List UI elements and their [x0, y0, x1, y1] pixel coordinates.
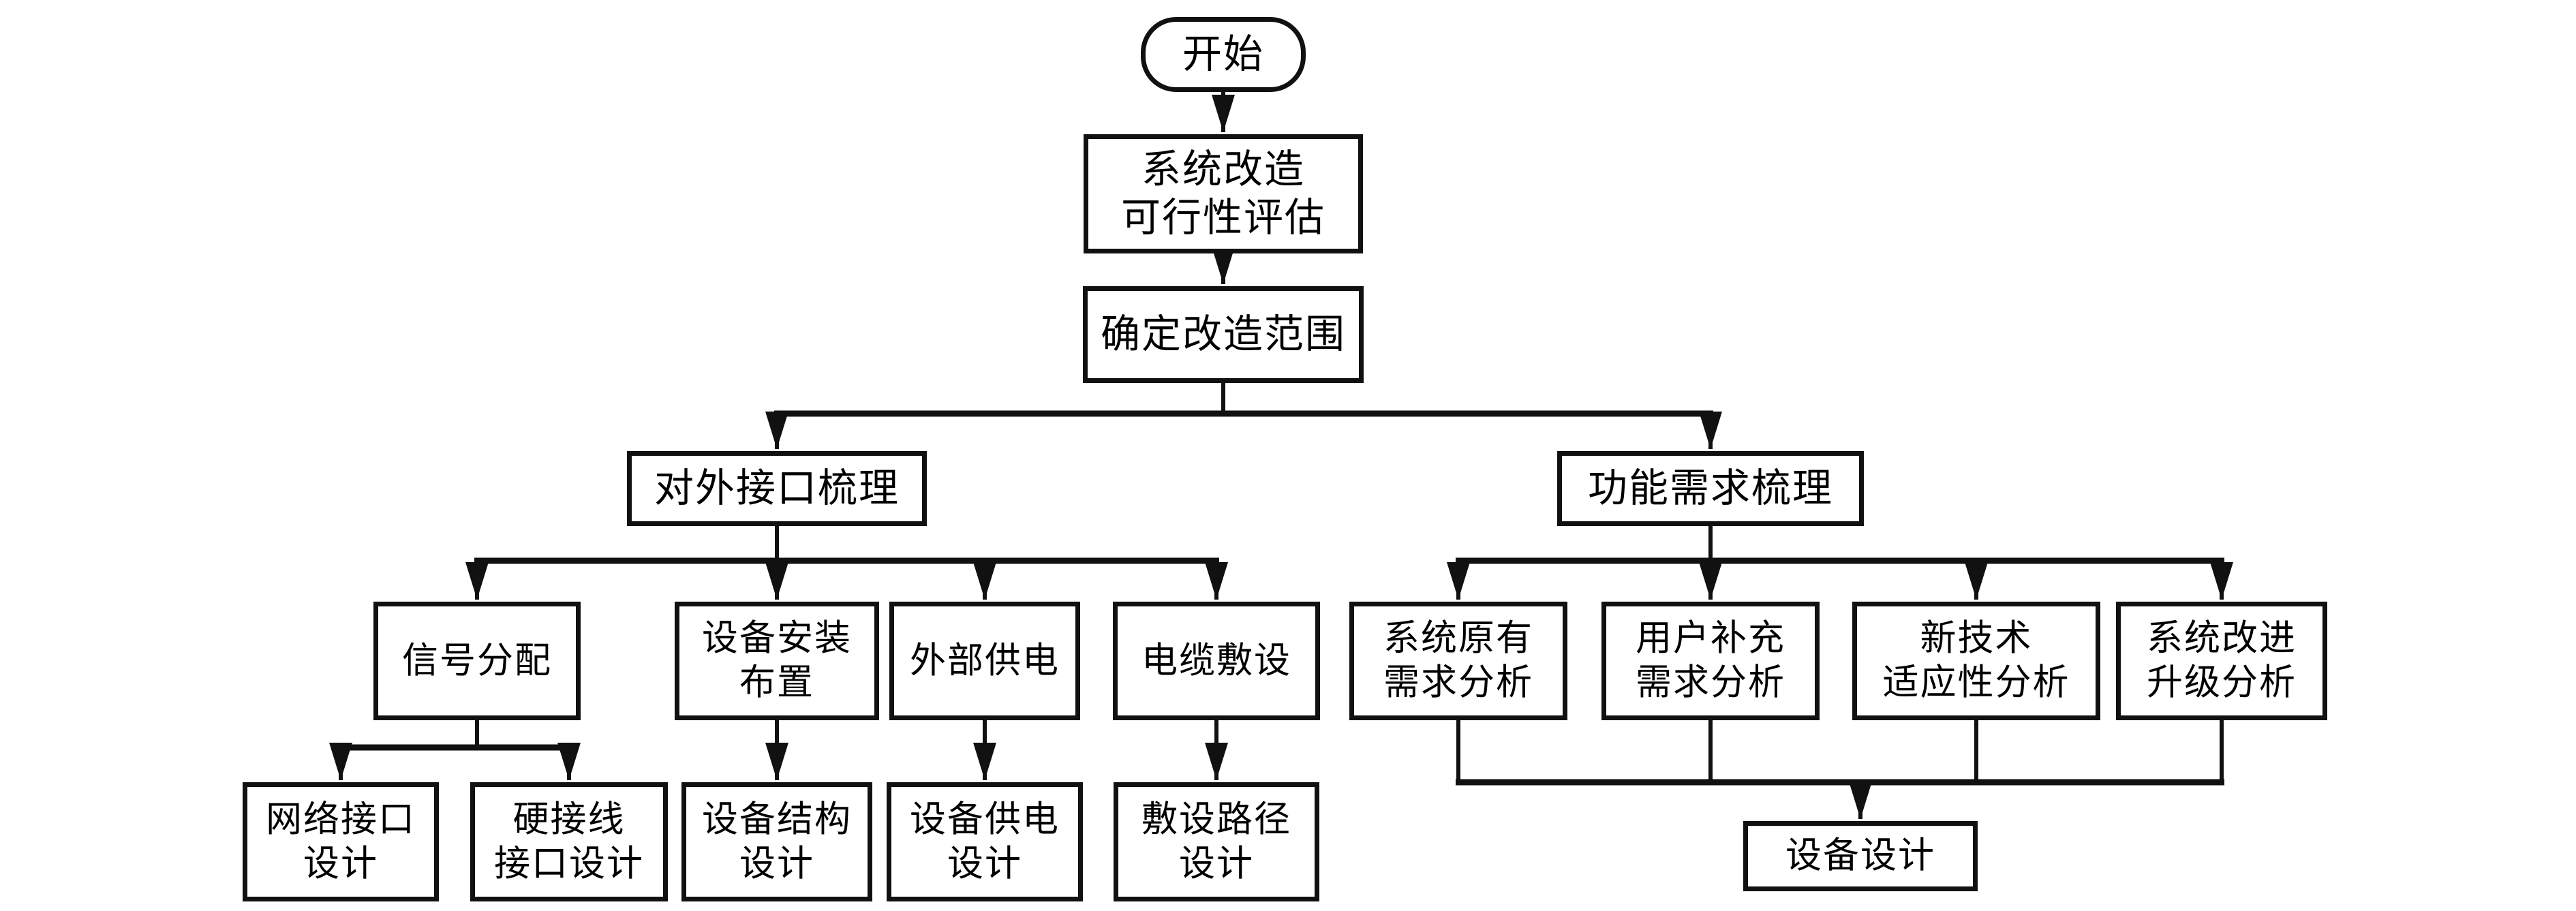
- node-scope-label: 确定改造范围: [1100, 311, 1346, 356]
- node-system-upgrade-analysis-label: 系统改进 升级分析: [2147, 619, 2297, 702]
- node-user-supplement-requirements-label: 用户补充 需求分析: [1636, 619, 1785, 702]
- node-interface-review: 对外接口梳理: [627, 451, 927, 526]
- node-signal-allocation: 信号分配: [373, 602, 581, 720]
- node-original-requirements-label: 系统原有 需求分析: [1383, 619, 1533, 702]
- node-hardwired-interface-design-label: 硬接线 接口设计: [494, 799, 644, 884]
- node-equipment-install-label: 设备安装 布置: [702, 619, 852, 702]
- node-equipment-structure-design-label: 设备结构 设计: [702, 799, 852, 884]
- node-user-supplement-requirements: 用户补充 需求分析: [1601, 602, 1820, 720]
- node-start: 开始: [1141, 17, 1306, 92]
- node-original-requirements: 系统原有 需求分析: [1349, 602, 1567, 720]
- node-laying-path-design: 敷设路径 设计: [1114, 782, 1319, 901]
- node-function-review-label: 功能需求梳理: [1587, 465, 1833, 510]
- node-interface-review-label: 对外接口梳理: [654, 465, 900, 510]
- node-network-interface-design: 网络接口 设计: [243, 782, 439, 901]
- node-new-tech-adaptability-label: 新技术 适应性分析: [1882, 619, 2070, 702]
- node-cable-laying: 电缆敷设: [1113, 602, 1320, 720]
- node-equipment-structure-design: 设备结构 设计: [681, 782, 872, 901]
- node-cable-laying-label: 电缆敷设: [1141, 640, 1291, 681]
- node-function-review: 功能需求梳理: [1557, 451, 1864, 526]
- node-equipment-power-design-label: 设备供电 设计: [910, 799, 1060, 884]
- node-start-label: 开始: [1182, 31, 1264, 76]
- node-feasibility: 系统改造 可行性评估: [1084, 134, 1363, 253]
- node-equipment-power-design: 设备供电 设计: [887, 782, 1083, 901]
- node-network-interface-design-label: 网络接口 设计: [266, 799, 416, 884]
- node-laying-path-design-label: 敷设路径 设计: [1141, 799, 1291, 884]
- node-system-upgrade-analysis: 系统改进 升级分析: [2116, 602, 2327, 720]
- node-scope: 确定改造范围: [1083, 286, 1364, 383]
- node-signal-allocation-label: 信号分配: [402, 640, 552, 681]
- node-external-power-label: 外部供电: [910, 640, 1060, 681]
- node-new-tech-adaptability: 新技术 适应性分析: [1852, 602, 2100, 720]
- node-equipment-install: 设备安装 布置: [675, 602, 879, 720]
- node-hardwired-interface-design: 硬接线 接口设计: [470, 782, 668, 901]
- node-feasibility-label: 系统改造 可行性评估: [1120, 146, 1325, 240]
- node-external-power: 外部供电: [889, 602, 1080, 720]
- node-equipment-design: 设备设计: [1743, 821, 1978, 891]
- node-equipment-design-label: 设备设计: [1785, 836, 1935, 876]
